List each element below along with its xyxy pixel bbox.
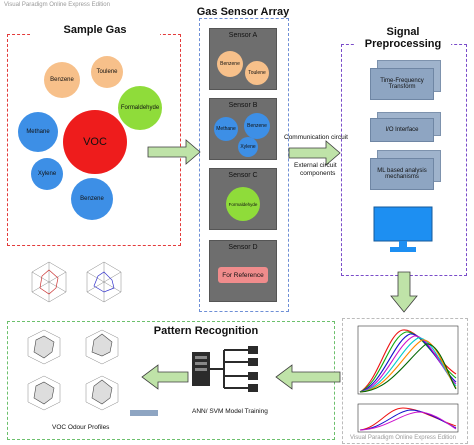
sensor-a-toulene: Toulene bbox=[245, 61, 269, 85]
watermark-bottom: Visual Paradigm Online Express Edition bbox=[350, 435, 456, 441]
sensor-a: Sensor A Benzene Toulene bbox=[209, 28, 277, 90]
watermark-top: Visual Paradigm Online Express Edition bbox=[4, 2, 110, 8]
gas-methane: Methane bbox=[18, 112, 58, 152]
external-circuit-label: External circuit bbox=[294, 162, 337, 169]
sensor-b-xylene: Xylene bbox=[238, 137, 258, 157]
gas-benzene-top: Benzene bbox=[44, 62, 80, 98]
reference-box: For Reference bbox=[218, 267, 268, 283]
pattern-title: Pattern Recognition bbox=[140, 325, 272, 337]
network-server-icon bbox=[192, 346, 258, 392]
sensor-d: Sensor D For Reference bbox=[209, 240, 277, 302]
components-label: components bbox=[300, 170, 336, 177]
gas-voc: VOC bbox=[63, 110, 127, 174]
signal-title: Signal Preprocessing bbox=[355, 26, 451, 50]
sensor-array-panel bbox=[199, 18, 289, 312]
sensor-c-formaldehyde: Formaldehyde bbox=[226, 187, 260, 221]
sensor-b-benzene: Benzene bbox=[244, 113, 270, 139]
io-interface: I/O Interface bbox=[370, 118, 434, 142]
radar-thumbnails-top bbox=[31, 261, 122, 303]
sensor-c-label: Sensor C bbox=[228, 172, 258, 179]
sensor-b: Sensor B Methane Benzene Xylene bbox=[209, 98, 277, 160]
odour-legend-box bbox=[130, 410, 158, 416]
time-frequency-transform: Time-Frequency Transform bbox=[370, 68, 434, 100]
communication-circuit-label: Communication circuit bbox=[284, 134, 348, 141]
sensor-a-label: Sensor A bbox=[228, 32, 258, 39]
response-curve-plot bbox=[357, 325, 459, 395]
response-curve-plot-small bbox=[357, 403, 459, 433]
sensor-a-benzene: Benzene bbox=[217, 51, 243, 77]
gas-formaldehyde: Formaldehyde bbox=[118, 86, 162, 130]
gas-benzene-bottom: Benzene bbox=[71, 178, 113, 220]
gas-toulene: Toulene bbox=[91, 56, 123, 88]
sensor-c: Sensor C Formaldehyde bbox=[209, 168, 277, 230]
sensor-array-title: Gas Sensor Array bbox=[190, 6, 296, 18]
sensor-b-label: Sensor B bbox=[228, 102, 258, 109]
ml-analysis: ML based analysis mechanisms bbox=[370, 158, 434, 190]
gas-xylene: Xylene bbox=[31, 158, 63, 190]
sample-gas-title: Sample Gas bbox=[30, 24, 160, 36]
signal-title-line2: Preprocessing bbox=[364, 38, 442, 50]
monitor-icon bbox=[373, 206, 433, 252]
sensor-b-methane: Methane bbox=[214, 117, 238, 141]
response-plot-panel bbox=[342, 318, 468, 444]
signal-title-line1: Signal bbox=[386, 26, 420, 38]
sensor-d-label: Sensor D bbox=[228, 244, 258, 251]
odour-profile-radars bbox=[27, 329, 119, 411]
odour-profiles-caption: VOC Odour Profiles bbox=[52, 424, 110, 431]
model-training-label: ANN/ SVM Model Training bbox=[192, 408, 268, 415]
